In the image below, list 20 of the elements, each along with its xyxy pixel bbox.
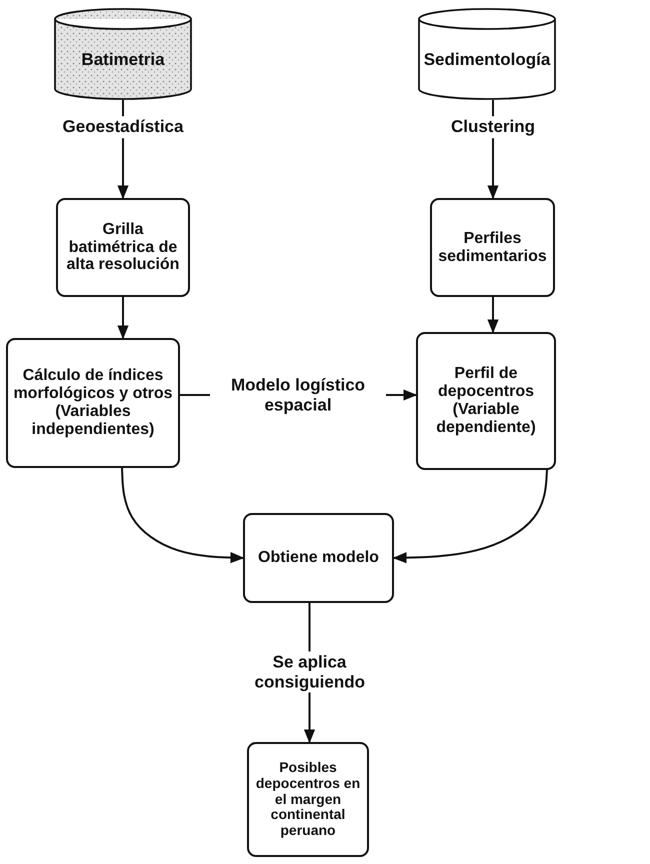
- process-box: [6, 338, 180, 468]
- process-box: [430, 198, 555, 297]
- database-cylinder: [418, 8, 556, 100]
- database-cylinder: [54, 8, 192, 100]
- process-box: [247, 742, 369, 857]
- node-label: Perfil de depocentros (Variable dependiente): [435, 365, 537, 437]
- curved-arrow: [121, 468, 244, 564]
- node-label: Grilla batimétrica de alta resolución: [66, 220, 180, 274]
- node-label: Sedimentología: [422, 50, 552, 70]
- node-label: Cálculo de índices morfológicos y otros (Variables independientes): [12, 367, 174, 439]
- node-label: Batimetria: [80, 50, 166, 70]
- arrow: [117, 297, 129, 340]
- node-label: Posibles depocentros en el margen continental peruano: [254, 760, 362, 839]
- node-label: Perfiles sedimentarios: [437, 230, 548, 266]
- process-box: [56, 198, 190, 297]
- process-box: [243, 513, 394, 603]
- curved-arrow: [392, 470, 548, 564]
- arrow: [487, 297, 499, 334]
- node-label: Obtiene modelo: [257, 549, 380, 567]
- process-box: [416, 332, 556, 470]
